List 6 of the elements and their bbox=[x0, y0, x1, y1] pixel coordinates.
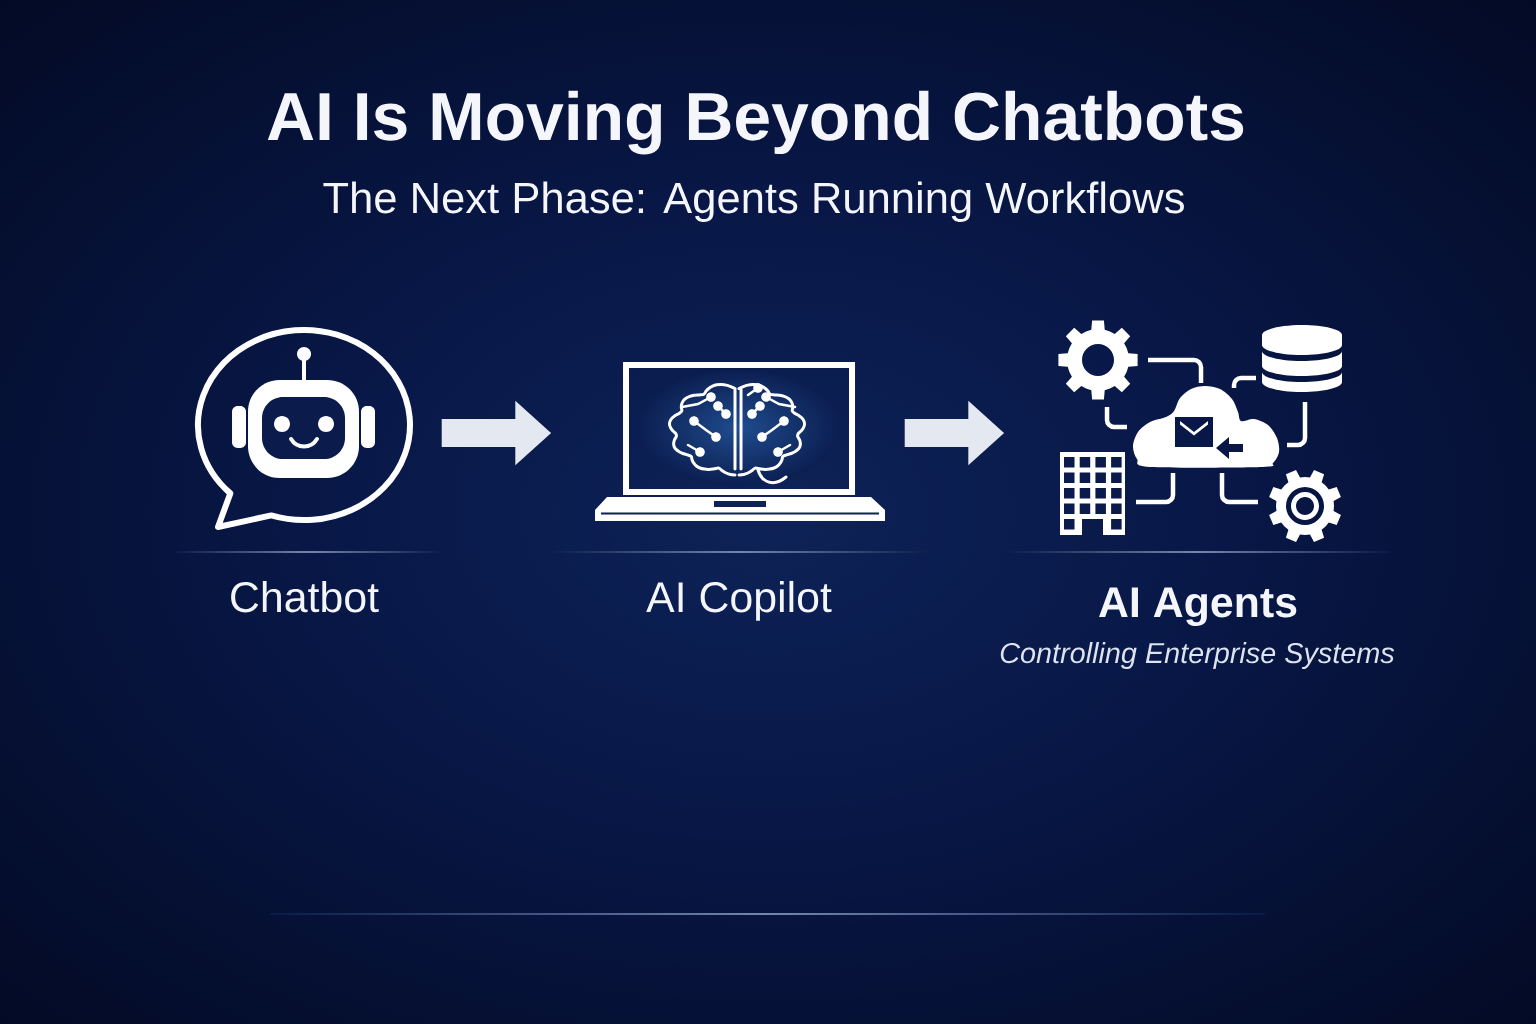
stage-label: AI Agents bbox=[1099, 587, 1297, 627]
stage-description: Controlling Enterprise Systems bbox=[1000, 642, 1395, 669]
stage-label: Chatbot bbox=[231, 580, 379, 613]
title: AI Is Moving Beyond Chatbots bbox=[267, 90, 1244, 155]
subtitle: The Next Phase: Agents Running Workflows bbox=[323, 181, 1184, 223]
stage-label: AI Copilot bbox=[646, 580, 832, 621]
